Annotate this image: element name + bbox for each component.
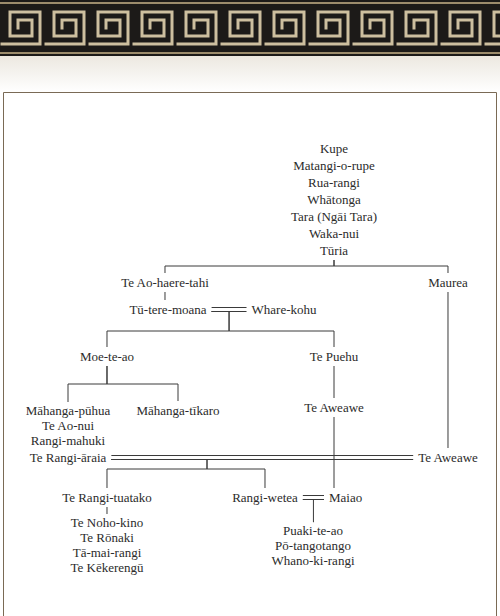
person-name: Tūria bbox=[291, 242, 377, 259]
person-name: Waka-nui bbox=[291, 225, 377, 242]
person-name: Tū-tere-moana bbox=[129, 301, 206, 318]
header-band bbox=[0, 0, 500, 56]
name-group: Te Rangi-tuatako bbox=[59, 488, 155, 507]
person-name: Te Rōnaki bbox=[70, 530, 143, 545]
name-group: Rangi-wetea bbox=[229, 488, 301, 507]
name-group: Te Puehu bbox=[307, 347, 362, 366]
person-name: Tara (Ngāi Tara) bbox=[291, 208, 377, 225]
name-group: Moe-te-ao bbox=[77, 347, 137, 366]
marriage-line bbox=[111, 456, 413, 460]
person-name: Kupe bbox=[291, 140, 377, 157]
descent-line bbox=[111, 460, 265, 489]
descent-line bbox=[334, 417, 335, 488]
person-name: Māhanga-pūhua bbox=[26, 403, 110, 418]
person-name: Maurea bbox=[428, 274, 468, 291]
descent-line bbox=[164, 292, 165, 300]
person-name: Whare-kohu bbox=[252, 301, 317, 318]
key-pattern bbox=[0, 6, 500, 50]
person-name: Rangi-wetea bbox=[232, 489, 298, 506]
person-name: Te Rangi-āraia bbox=[30, 449, 107, 466]
person-name: Te Kēkerengū bbox=[70, 560, 143, 575]
name-group: Te Aweawe bbox=[415, 448, 481, 467]
person-name: Whano-ki-rangi bbox=[271, 553, 354, 568]
name-group: Te Ao-haere-tahi bbox=[118, 273, 212, 292]
descent-line bbox=[447, 292, 448, 448]
descent-line bbox=[334, 260, 448, 273]
name-group: Te Aweawe bbox=[301, 398, 367, 417]
person-name: Māhanga-tīkaro bbox=[136, 402, 219, 419]
person-name: Te Ao-nui bbox=[26, 418, 110, 433]
name-group: Māhanga-tīkaro bbox=[133, 401, 222, 420]
person-name: Te Aweawe bbox=[304, 399, 364, 416]
person-name: Te Aweawe bbox=[418, 449, 478, 466]
person-name: Moe-te-ao bbox=[80, 348, 134, 365]
descent-line bbox=[106, 507, 107, 514]
person-name: Tā-mai-rangi bbox=[70, 545, 143, 560]
name-group: Maurea bbox=[425, 273, 471, 292]
person-name: Pō-tangotango bbox=[271, 538, 354, 553]
name-group: Maiao bbox=[326, 488, 365, 507]
descent-line bbox=[303, 500, 314, 523]
descent-line bbox=[68, 366, 107, 402]
page-frame bbox=[4, 93, 497, 616]
person-name: Te Puehu bbox=[310, 348, 359, 365]
person-name: Puaki-te-ao bbox=[271, 523, 354, 538]
name-group: Te Noho-kinoTe RōnakiTā-mai-rangiTe Kēke… bbox=[67, 514, 146, 576]
header-shade bbox=[0, 56, 500, 92]
person-name: Matangi-o-rupe bbox=[291, 157, 377, 174]
marriage-line bbox=[212, 308, 247, 312]
name-group: Puaki-te-aoPō-tangotangoWhano-ki-rangi bbox=[268, 522, 357, 569]
person-name: Te Ao-haere-tahi bbox=[121, 274, 209, 291]
marriage-line bbox=[303, 496, 324, 500]
header-stripe bbox=[0, 52, 500, 54]
person-name: Rangi-mahuki bbox=[26, 433, 110, 448]
name-group: KupeMatangi-o-rupeRua-rangiWhātongaTara … bbox=[288, 139, 380, 260]
name-group: Tū-tere-moana bbox=[126, 300, 209, 319]
person-name: Te Noho-kino bbox=[70, 515, 143, 530]
descent-line bbox=[165, 260, 334, 273]
name-group: Te Rangi-āraia bbox=[27, 448, 110, 467]
name-group: Māhanga-pūhuaTe Ao-nuiRangi-mahuki bbox=[23, 402, 113, 449]
name-group: Whare-kohu bbox=[249, 300, 320, 319]
descent-line bbox=[107, 460, 207, 489]
person-name: Whātonga bbox=[291, 191, 377, 208]
descent-line bbox=[334, 366, 335, 398]
person-name: Maiao bbox=[329, 489, 362, 506]
person-name: Rua-rangi bbox=[291, 174, 377, 191]
descent-line bbox=[107, 366, 178, 401]
person-name: Te Rangi-tuatako bbox=[62, 489, 152, 506]
header-stripe bbox=[0, 2, 500, 4]
